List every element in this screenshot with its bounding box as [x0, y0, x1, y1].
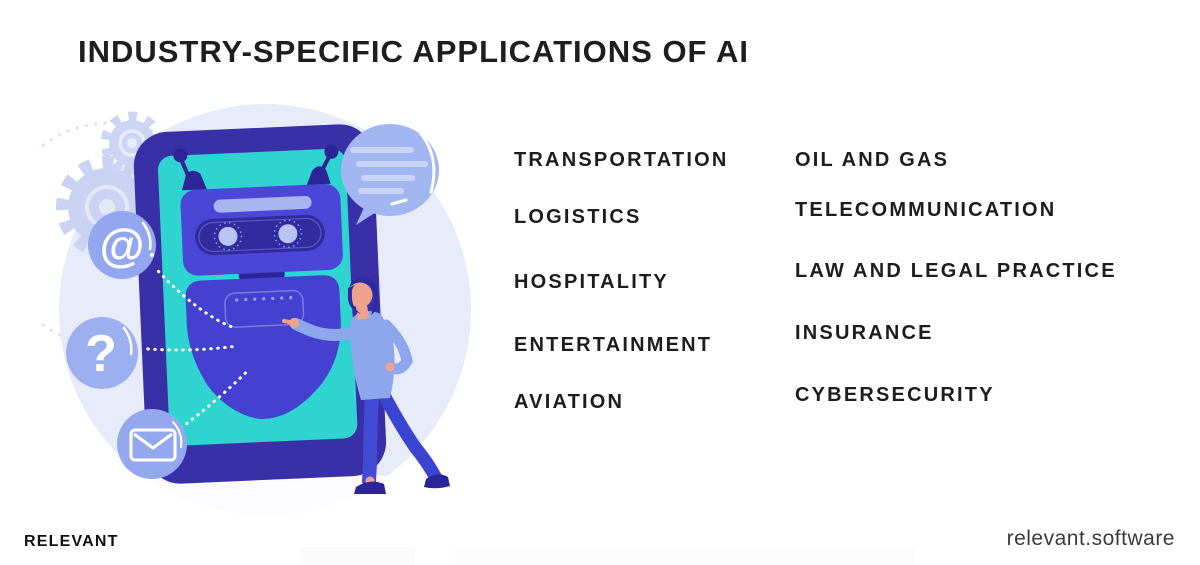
ai-chatbot-illustration: @ ? [40, 104, 471, 517]
industry-item: HOSPITALITY [514, 271, 669, 293]
industry-item: AVIATION [514, 391, 625, 413]
industry-item: TRANSPORTATION [514, 149, 729, 171]
industry-item: LAW AND LEGAL PRACTICE [795, 260, 1117, 282]
question-mark-icon: ? [66, 317, 138, 389]
industry-item: LOGISTICS [514, 206, 642, 228]
brand-logo: RELEVANT [24, 533, 119, 550]
industry-item: CYBERSECURITY [795, 384, 995, 406]
speech-bubble-icon [341, 124, 439, 225]
envelope-icon [117, 409, 187, 479]
industry-item: INSURANCE [795, 322, 934, 344]
website-url: relevant.software [1006, 527, 1175, 550]
dotted-connectors [146, 269, 249, 434]
robot-icon [173, 144, 343, 420]
footer-faint-bar [300, 547, 415, 565]
industry-item: TELECOMMUNICATION [795, 199, 1057, 221]
person-illustration [282, 276, 450, 494]
industry-item: ENTERTAINMENT [514, 334, 713, 356]
svg-text:@: @ [100, 219, 145, 271]
svg-text:?: ? [85, 325, 117, 383]
page-title: INDUSTRY-SPECIFIC APPLICATIONS OF AI [78, 34, 749, 69]
at-sign-icon: @ [88, 211, 156, 279]
industry-item: OIL AND GAS [795, 149, 950, 171]
footer-faint-bar [455, 547, 915, 565]
tablet [133, 124, 387, 484]
